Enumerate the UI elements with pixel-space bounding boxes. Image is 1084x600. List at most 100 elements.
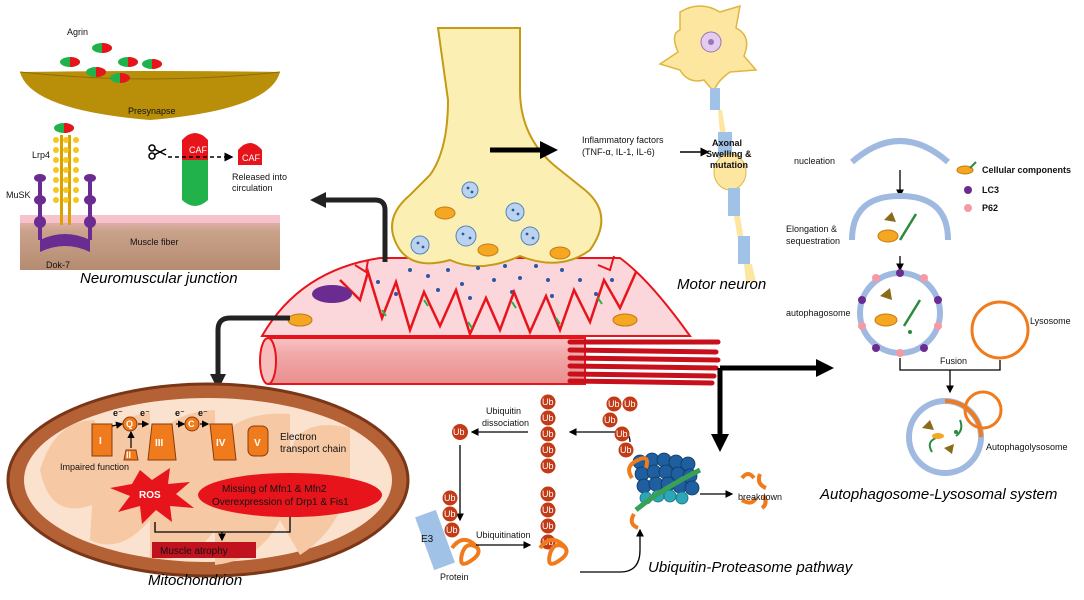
released-label-1: Released into xyxy=(232,172,287,182)
agrin-molecules xyxy=(60,43,162,83)
ubiquitin-bead-label: Ub xyxy=(542,445,554,455)
ubiquitination-label: Ubiquitination xyxy=(476,530,531,540)
synaptic-vesicles xyxy=(410,181,540,255)
autophagosome-markers xyxy=(858,269,942,357)
mito-cristae xyxy=(40,410,350,565)
complex-v-label: V xyxy=(254,438,261,449)
electron-label-3: e⁻ xyxy=(175,408,185,418)
complex-iii-label: III xyxy=(155,438,164,449)
inflammatory-label-1: Inflammatory factors xyxy=(582,135,664,145)
ubiquitin-bead xyxy=(540,518,556,534)
complex-c-label: C xyxy=(188,419,195,429)
muscle-fiber-label: Muscle fiber xyxy=(130,237,179,247)
electron-label-2: e⁻ xyxy=(140,408,150,418)
e3-label: E3 xyxy=(421,534,434,545)
ubiquitin-bead-label: Ub xyxy=(620,445,632,455)
ubiquitin-bead xyxy=(618,442,634,458)
ubiquitin-bead xyxy=(444,522,460,538)
protein-label: Protein xyxy=(440,572,469,582)
ubiquitin-bead xyxy=(540,394,556,410)
ubiquitin-bead-label: Ub xyxy=(542,413,554,423)
ubiquitin-bead xyxy=(540,426,556,442)
overexp-label: Overexpression of Drp1 & Fis1 xyxy=(212,497,349,508)
muscle-nucleus xyxy=(312,285,352,303)
neuron-axon xyxy=(710,88,756,282)
fusion-label: Fusion xyxy=(940,356,967,366)
terminal-mitochondria xyxy=(434,206,571,260)
cargo-autophagosome xyxy=(874,288,922,334)
autophagosome-label: autophagosome xyxy=(786,308,851,318)
released-label-2: circulation xyxy=(232,183,273,193)
ubiquitin-bead xyxy=(622,396,638,412)
ubiquitin-bead-label: Ub xyxy=(542,521,554,531)
protein-fragments xyxy=(740,472,768,510)
ubiquitin-bead-label: Ub xyxy=(624,399,636,409)
autophagy-panel: nucleation Cellular components LC3 P62 E… xyxy=(786,138,1071,503)
central-synapse xyxy=(259,27,721,386)
elongation-label-2: sequestration xyxy=(786,236,840,246)
ups-title: Ubiquitin-Proteasome pathway xyxy=(648,559,854,576)
ubiquitin-bead-label: Ub xyxy=(616,429,628,439)
ubiquitin-bead xyxy=(602,412,618,428)
presynapse-label: Presynapse xyxy=(128,106,176,116)
ubiquitin-bead-label: Ub xyxy=(444,509,456,519)
complex-q-label: Q xyxy=(126,419,133,429)
agrin-label: Agrin xyxy=(67,27,88,37)
etc-label-1: Electron xyxy=(280,432,317,443)
autophagosome xyxy=(857,270,943,356)
motor-neuron-panel: Inflammatory factors (TNF-α, IL-1, IL-6)… xyxy=(582,4,766,293)
autophagy-legend: Cellular components LC3 P62 xyxy=(956,161,1071,213)
muscle-atrophy-label: Muscle atrophy xyxy=(160,546,228,557)
ubiquitin-bead-label: Ub xyxy=(542,429,554,439)
lrp4-receptor xyxy=(53,123,79,225)
junctional-folds xyxy=(339,267,638,338)
degraded-cargo xyxy=(922,419,963,454)
nmj-title: Neuromuscular junction xyxy=(80,270,238,287)
ub-dissociation-label-2: dissociation xyxy=(482,418,529,428)
autophagy-title: Autophagosome-Lysosomal system xyxy=(819,486,1057,503)
elongating-membrane xyxy=(849,192,951,241)
muscle-atrophy-box xyxy=(152,542,256,558)
muscle-mitochondrion-left xyxy=(287,313,313,327)
mitochondrion-title: Mitochondrion xyxy=(148,572,242,589)
acetylcholine-receptors xyxy=(381,297,603,329)
ubiquitin-bead xyxy=(614,426,630,442)
nucleation-label: nucleation xyxy=(794,156,835,166)
nerve-axon xyxy=(391,27,603,268)
scissors-icon xyxy=(148,144,167,160)
arrow-to-nmj xyxy=(320,197,388,262)
axonal-label-1: Axonal xyxy=(712,138,742,148)
mito-dynamics-ellipse xyxy=(198,473,382,517)
impaired-label: Impaired function xyxy=(60,462,129,472)
caf-released-label: CAF xyxy=(242,153,261,163)
complex-i-label: I xyxy=(99,436,102,447)
ubiquitin-bead xyxy=(540,442,556,458)
ubiquitin-bead xyxy=(442,490,458,506)
missing-label: Missing of Mfn1 & Mfn2 xyxy=(222,484,327,495)
ubiquitin-bead-label: Ub xyxy=(446,525,458,535)
muscle-fiber-cylinder xyxy=(259,337,721,386)
ubiquitin-bead xyxy=(442,506,458,522)
legend-lc3-label: LC3 xyxy=(982,185,999,195)
muscle-mitochondrion-right xyxy=(612,313,638,327)
cargo-elongation xyxy=(877,212,918,243)
axonal-label-2: Swelling & xyxy=(706,149,752,159)
ubiquitin-bead-label: Ub xyxy=(542,461,554,471)
free-ub-label: Ub xyxy=(453,427,465,437)
musk-receptor xyxy=(34,174,96,252)
inflammatory-label-2: (TNF-α, IL-1, IL-6) xyxy=(582,147,655,157)
ubiquitin-bead xyxy=(540,458,556,474)
neurotransmitter-dots xyxy=(376,264,614,300)
electron-label-4: e⁻ xyxy=(198,408,208,418)
caf-released: CAF xyxy=(238,143,262,165)
ubiquitin-bead-label: Ub xyxy=(542,505,554,515)
free-ubiquitin: Ub xyxy=(452,424,468,440)
legend-p62-label: P62 xyxy=(982,203,998,213)
caf-label: CAF xyxy=(189,145,208,155)
arrow-to-mito xyxy=(215,315,290,378)
